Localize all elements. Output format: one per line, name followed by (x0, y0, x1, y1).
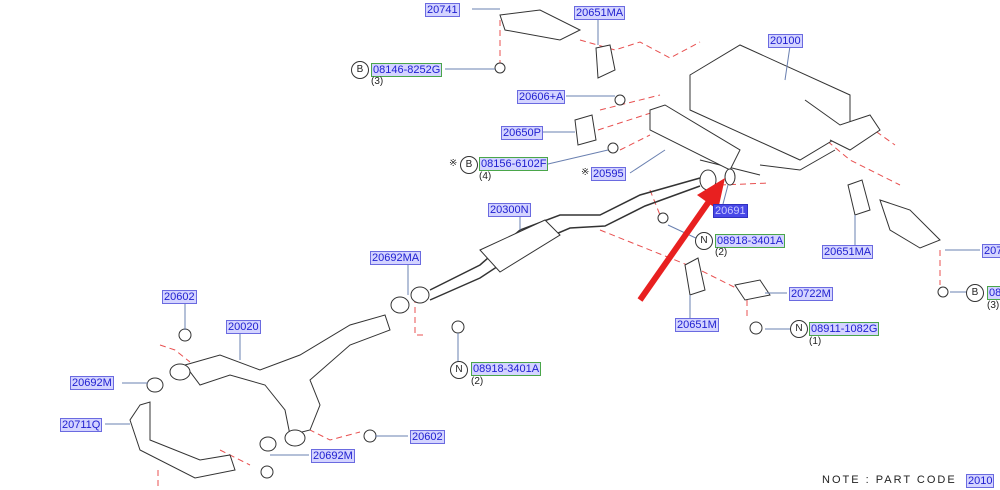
part-label-20691-highlighted[interactable]: 20691 (713, 204, 748, 218)
assembly-dash-lines (157, 20, 941, 490)
nut-symbol-icon: N (450, 361, 468, 379)
heat-shield (649, 104, 741, 171)
part-label-20741[interactable]: 20741 (425, 3, 460, 17)
part-label-20300N[interactable]: 20300N (488, 203, 531, 217)
part-label-20100[interactable]: 20100 (768, 34, 803, 48)
bolt-symbol-icon: B (966, 284, 984, 302)
quantity: (1) (809, 336, 822, 347)
quantity: (3) (987, 300, 1000, 311)
part-label-08918-3401A[interactable]: 08918-3401A (471, 362, 542, 376)
asterisk-mark: ※ (449, 158, 458, 169)
part-label-20722M[interactable]: 20722M (789, 287, 833, 301)
center-resonator (479, 219, 561, 273)
nut-symbol-icon: N (790, 320, 808, 338)
part-label-20692M[interactable]: 20692M (70, 376, 114, 390)
part-label-20651MA[interactable]: 20651MA (574, 6, 626, 20)
part-label-08911-1082G[interactable]: 08911-1082G (809, 322, 880, 336)
nut-symbol-icon: N (695, 232, 713, 250)
quantity: (3) (371, 76, 384, 87)
front-pipe (184, 314, 391, 436)
part-label-20650P[interactable]: 20650P (501, 126, 543, 140)
part-label-20602[interactable]: 20602 (162, 290, 197, 304)
part-label-08146-8252G[interactable]: 08146-8252G (371, 63, 443, 77)
parts-drawing (129, 9, 949, 479)
part-label-20595[interactable]: 20595 (591, 167, 626, 181)
note-text: NOTE : PART CODE (822, 474, 957, 487)
asterisk-mark: ※ (581, 167, 590, 178)
leader-lines (105, 8, 980, 456)
part-label-08-cut[interactable]: 08 (987, 286, 1000, 300)
red-arrow-shaft (637, 198, 713, 302)
bolt-symbol-icon: B (351, 61, 369, 79)
part-label-20651M[interactable]: 20651M (675, 318, 719, 332)
quantity: (2) (471, 376, 484, 387)
red-arrow-head-icon (697, 178, 725, 210)
part-label-20711Q[interactable]: 20711Q (60, 418, 103, 432)
part-label-207-cut[interactable]: 207 (982, 244, 1000, 258)
part-label-20020[interactable]: 20020 (226, 320, 261, 334)
note-part-code[interactable]: 2010 (966, 474, 995, 488)
gasket-20691 (724, 168, 736, 186)
part-label-08918-3401A[interactable]: 08918-3401A (715, 234, 786, 248)
part-label-08156-6102F[interactable]: 08156-6102F (479, 157, 549, 171)
part-label-20692M[interactable]: 20692M (311, 449, 355, 463)
part-label-20692MA[interactable]: 20692MA (370, 251, 422, 265)
part-label-20606A[interactable]: 20606+A (517, 90, 566, 104)
part-label-20602[interactable]: 20602 (410, 430, 445, 444)
quantity: (4) (479, 171, 492, 182)
bolt-symbol-icon: B (460, 156, 478, 174)
part-label-20651MA[interactable]: 20651MA (822, 245, 874, 259)
quantity: (2) (715, 247, 728, 258)
